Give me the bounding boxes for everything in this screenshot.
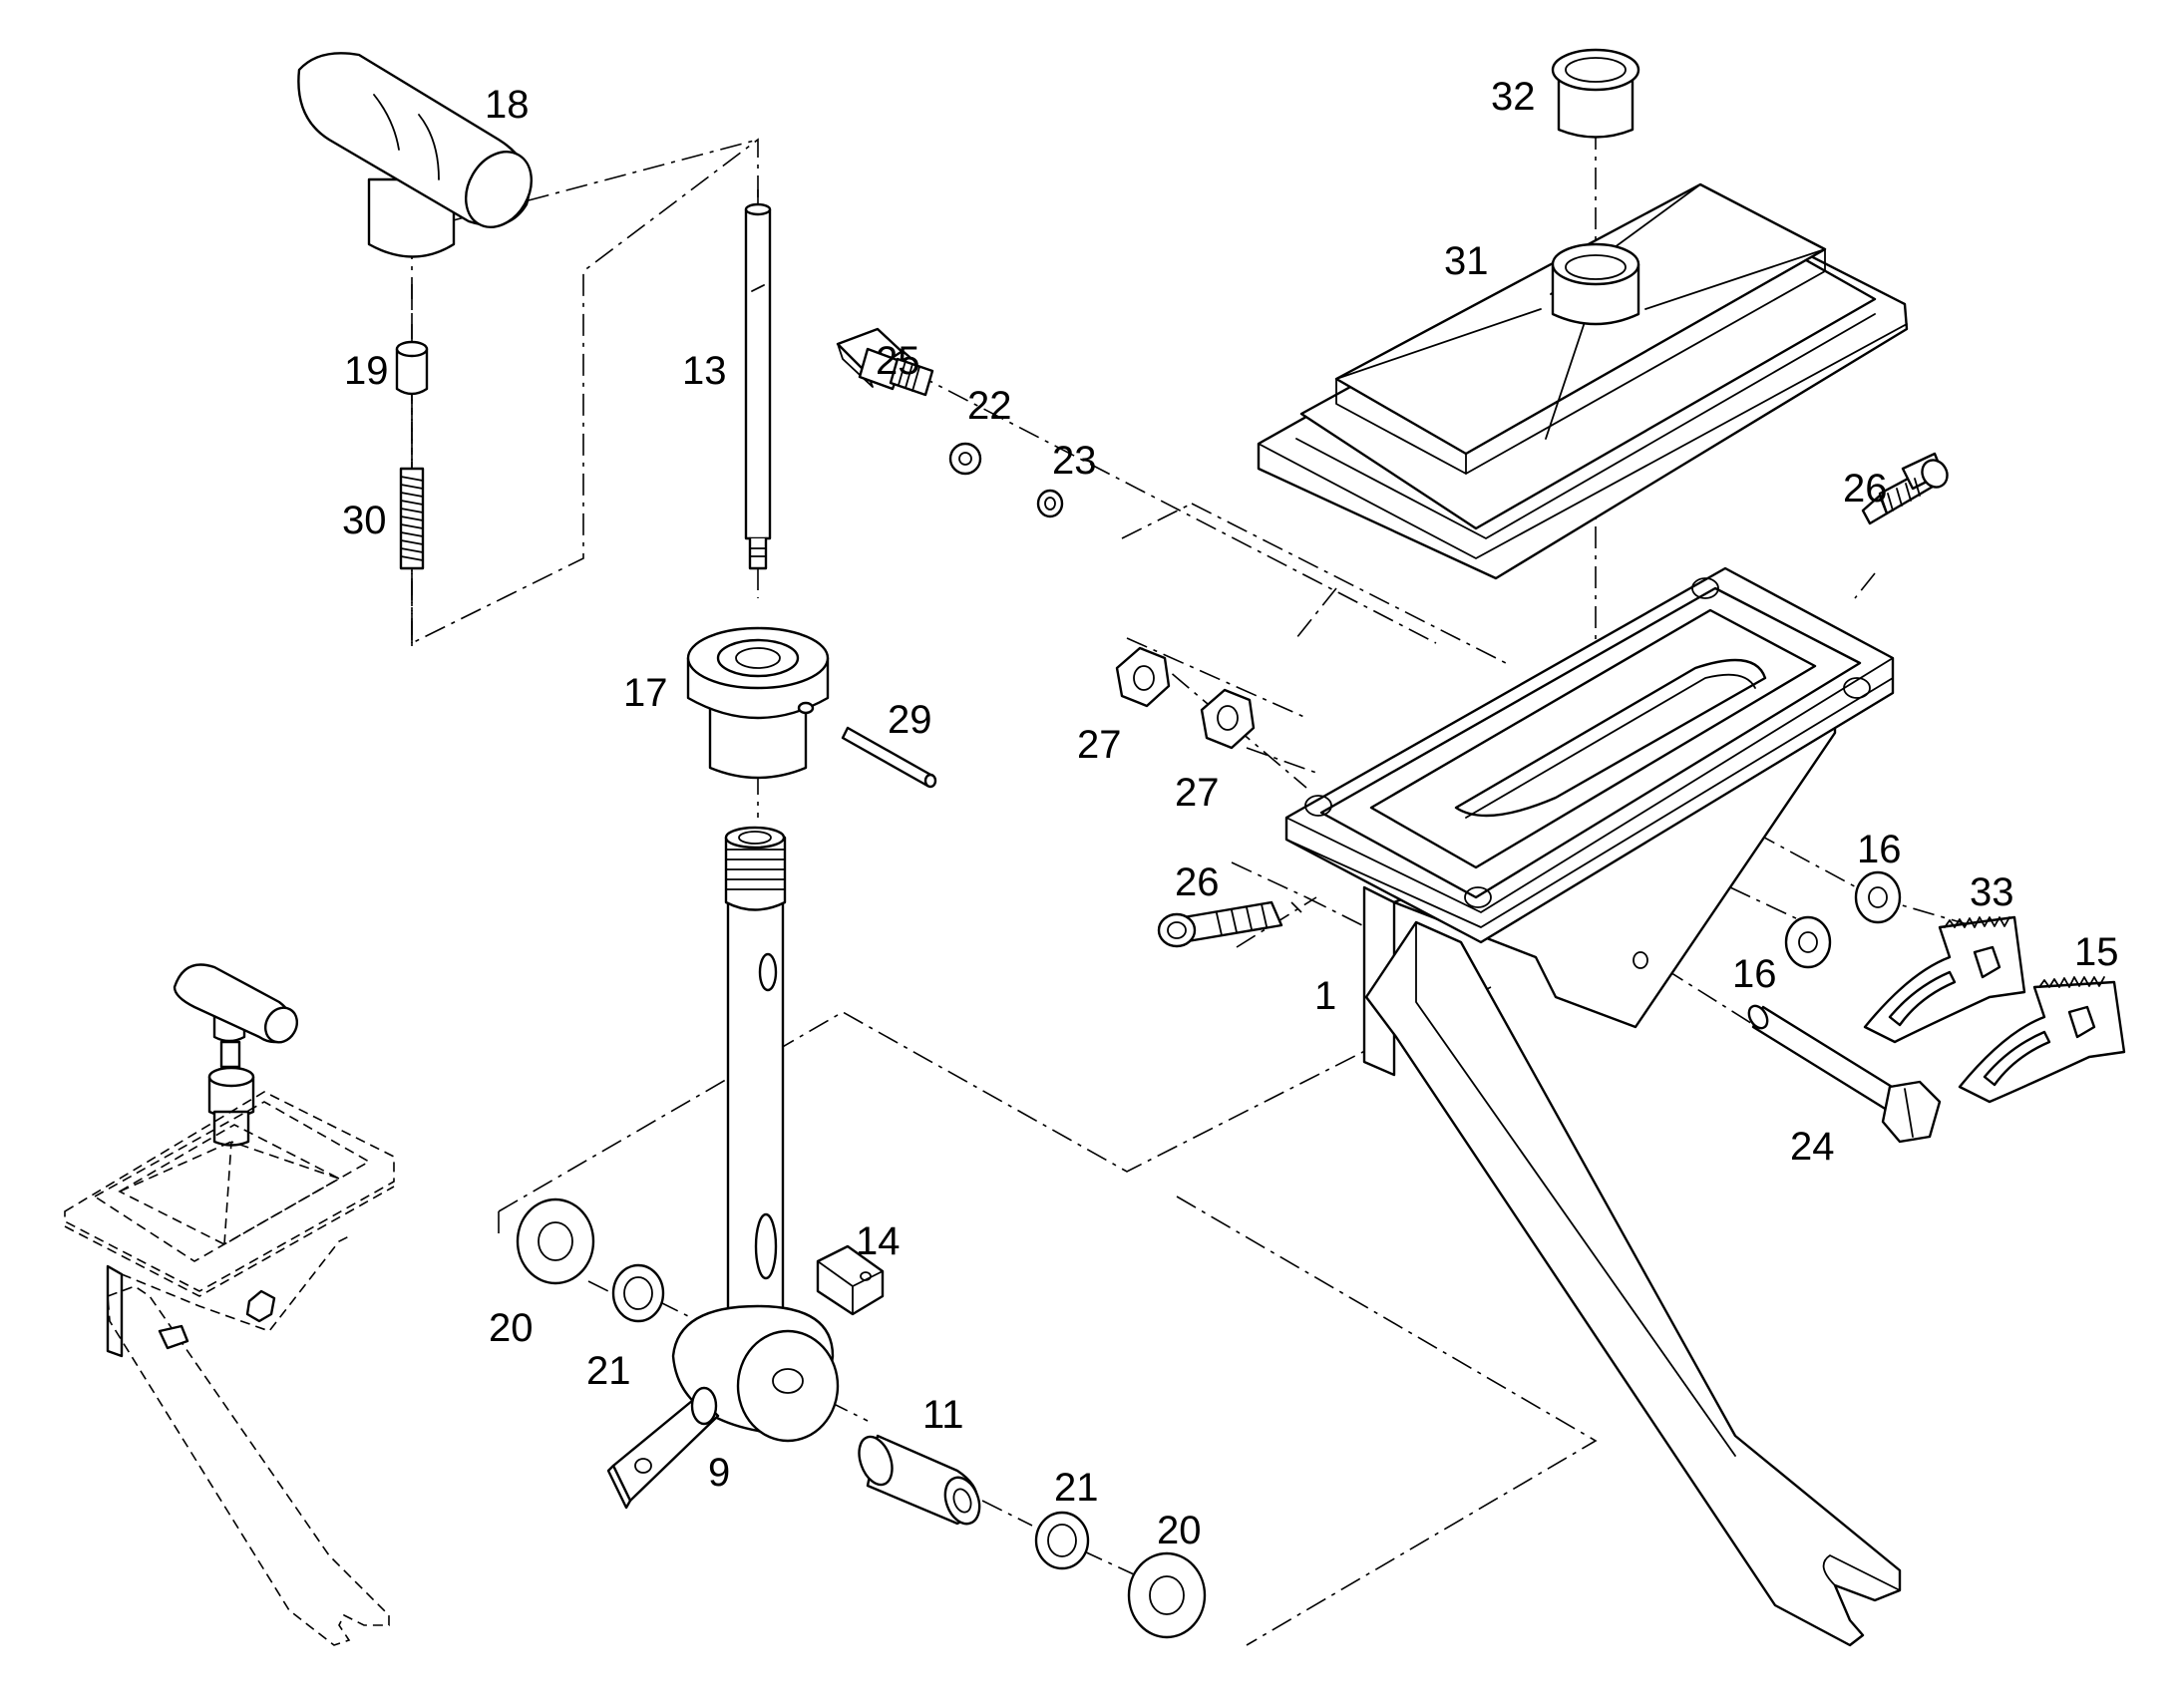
label-26-top: 26 <box>1843 467 1888 511</box>
part-21-washer-left <box>611 1263 665 1323</box>
part-9-lever <box>606 826 840 1510</box>
label-19: 19 <box>344 349 389 393</box>
label-15: 15 <box>2074 930 2119 974</box>
part-16-washer-lower <box>1784 915 1832 969</box>
part-26-screw-top <box>1861 452 1949 525</box>
label-20-left: 20 <box>489 1306 534 1350</box>
label-21-right: 21 <box>1054 1466 1099 1510</box>
label-16-upper: 16 <box>1857 828 1902 871</box>
label-9: 9 <box>708 1451 730 1495</box>
label-26-left: 26 <box>1175 860 1220 904</box>
label-22: 22 <box>967 384 1012 428</box>
part-1-bracket <box>1284 566 1902 1647</box>
label-31: 31 <box>1444 239 1489 283</box>
label-11: 11 <box>922 1393 964 1437</box>
label-16-lower: 16 <box>1732 952 1777 996</box>
label-13: 13 <box>682 349 727 393</box>
part-14-block <box>816 1244 885 1316</box>
label-1: 1 <box>1314 974 1336 1018</box>
label-14: 14 <box>856 1219 901 1263</box>
part-labels: 18 19 30 13 17 29 25 22 23 32 31 26 27 2… <box>342 75 2119 1552</box>
label-29: 29 <box>888 698 932 742</box>
part-17-bushing <box>686 626 830 780</box>
label-30: 30 <box>342 499 387 542</box>
label-18: 18 <box>485 83 530 127</box>
part-23-washer <box>1036 489 1064 518</box>
part-13-shift-rod <box>744 202 772 570</box>
part-30-spring <box>399 467 425 570</box>
part-27-nut-upper <box>1115 646 1171 708</box>
part-20-washer-left <box>516 1197 595 1285</box>
part-31-boot <box>1257 182 1909 580</box>
part-27-nut-lower <box>1200 688 1256 750</box>
part-11-sleeve <box>858 1434 981 1526</box>
part-16-washer-upper <box>1854 870 1902 924</box>
part-29-pin <box>841 726 937 789</box>
label-27-upper: 27 <box>1077 723 1122 767</box>
label-17: 17 <box>623 671 668 715</box>
part-25-bolt-shank <box>858 347 934 397</box>
overview-assembly <box>64 963 395 1646</box>
part-21-washer-right <box>1034 1511 1090 1570</box>
part-19-pin <box>395 340 429 396</box>
part-33-gear-segment <box>1863 915 2026 1044</box>
part-18-t-handle <box>297 52 533 258</box>
part-32-cap <box>1551 48 1640 139</box>
label-21-left: 21 <box>586 1349 631 1393</box>
part-22-washer <box>948 442 982 476</box>
part-26-screw-left <box>1157 900 1283 948</box>
part-24-bolt <box>1747 1004 1942 1144</box>
label-23: 23 <box>1052 439 1097 483</box>
label-20-right: 20 <box>1157 1509 1202 1552</box>
leader-lines <box>1290 901 1302 913</box>
part-15-gear-segment <box>1958 976 2126 1104</box>
label-24: 24 <box>1790 1125 1835 1169</box>
part-20-washer-right <box>1127 1551 1207 1639</box>
label-25: 25 <box>876 339 920 383</box>
label-33: 33 <box>1970 870 2014 914</box>
label-27-lower: 27 <box>1175 771 1220 815</box>
label-32: 32 <box>1491 75 1536 119</box>
